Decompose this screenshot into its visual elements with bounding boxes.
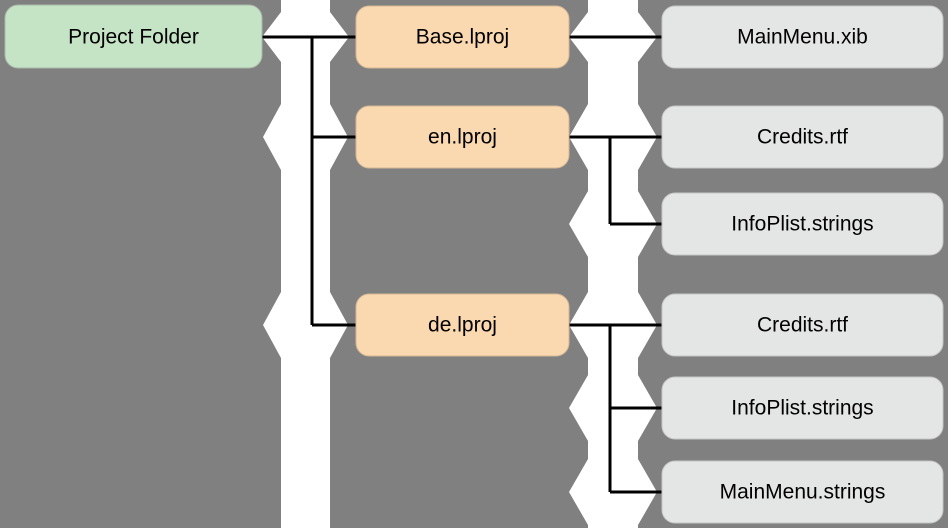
- node-de-credits-rtf[interactable]: Credits.rtf: [661, 293, 944, 357]
- edges-root-to-lproj: [262, 35, 356, 327]
- node-de-mainmenu-strings[interactable]: MainMenu.strings: [661, 460, 944, 524]
- node-en-credits-rtf[interactable]: Credits.rtf: [661, 105, 944, 169]
- node-en-lproj[interactable]: en.lproj: [355, 105, 570, 169]
- node-de-infoplist-strings-box[interactable]: [661, 376, 944, 440]
- node-en-lproj-label: en.lproj: [428, 126, 497, 149]
- node-de-lproj-label: de.lproj: [428, 314, 497, 337]
- node-de-infoplist-strings[interactable]: InfoPlist.strings: [661, 376, 944, 440]
- node-base-lproj-box[interactable]: [355, 5, 570, 69]
- node-mainmenu-xib-label: MainMenu.xib: [737, 26, 868, 49]
- node-en-lproj-box[interactable]: [355, 105, 570, 169]
- white-gap-band-right: [569, 0, 657, 528]
- node-de-mainmenu-strings-label: MainMenu.strings: [720, 481, 886, 504]
- node-de-infoplist-strings-label: InfoPlist.strings: [731, 397, 873, 420]
- node-base-lproj[interactable]: Base.lproj: [355, 5, 570, 69]
- node-en-credits-rtf-label: Credits.rtf: [757, 126, 848, 149]
- node-project-folder-box[interactable]: [4, 4, 263, 69]
- node-de-credits-rtf-label: Credits.rtf: [757, 314, 848, 337]
- node-en-infoplist-strings-label: InfoPlist.strings: [731, 213, 873, 236]
- node-en-infoplist-strings-box[interactable]: [661, 192, 944, 256]
- node-de-mainmenu-strings-box[interactable]: [661, 460, 944, 524]
- node-project-folder[interactable]: Project Folder: [4, 4, 263, 69]
- node-project-folder-label: Project Folder: [68, 26, 199, 49]
- white-gap-band-left: [262, 0, 349, 528]
- edges-de-lproj: [569, 323, 662, 494]
- node-en-credits-rtf-box[interactable]: [661, 105, 944, 169]
- node-mainmenu-xib-box[interactable]: [661, 5, 944, 69]
- node-de-credits-rtf-box[interactable]: [661, 293, 944, 357]
- node-de-lproj[interactable]: de.lproj: [355, 293, 570, 357]
- edges-en-lproj: [569, 135, 662, 226]
- node-mainmenu-xib[interactable]: MainMenu.xib: [661, 5, 944, 69]
- node-de-lproj-box[interactable]: [355, 293, 570, 357]
- node-base-lproj-label: Base.lproj: [416, 26, 509, 49]
- node-en-infoplist-strings[interactable]: InfoPlist.strings: [661, 192, 944, 256]
